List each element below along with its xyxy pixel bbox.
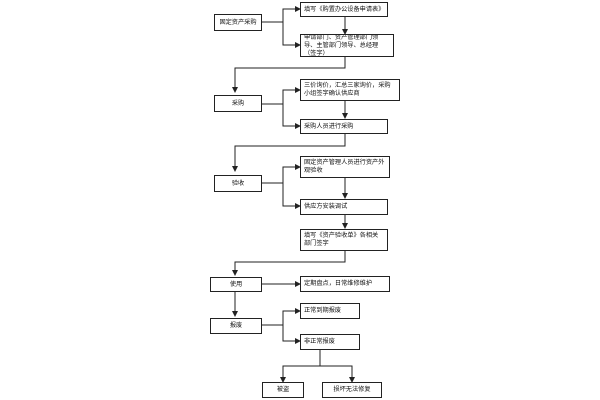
stage-acceptance: 验收 (214, 175, 262, 192)
step-approvals: 申请部门、资产管理部门领导、主管部门领导、总经理（签字） (300, 34, 394, 57)
step-stolen: 被盗 (262, 382, 304, 398)
connector-procurement-to-purchaser (282, 104, 301, 129)
stage-purchase-fixed-assets: 固定资产采购 (214, 14, 262, 31)
connector-procurement-to-inquiry (262, 87, 301, 105)
stage-use: 使用 (210, 277, 262, 292)
connector-scrap-to-normal (262, 308, 301, 326)
connector-purchase-to-fill (262, 6, 301, 23)
step-fill-acceptance: 填写《资产验收单》各相关部门签字 (300, 229, 388, 251)
connector-approvals-to-procurement (232, 57, 346, 93)
stage-procurement: 采购 (214, 95, 262, 112)
connector-fill-acceptance-to-use (232, 251, 346, 276)
connector-abnormal-to-damaged (320, 365, 355, 383)
step-fill-application: 填写《购置办公设备申请表》 (300, 2, 388, 17)
connector-abnormal-split (280, 350, 321, 383)
step-price-inquiry: 三价询价，汇总三家询价，采购小组签字确认供应商 (300, 79, 400, 101)
connector-acceptance-to-appearance (262, 164, 301, 184)
stage-scrap: 报废 (210, 318, 262, 334)
connector-purchase-to-approvals (282, 22, 301, 48)
connector-purchaser-to-acceptance (232, 134, 346, 172)
step-normal-scrap: 正常到期报废 (300, 303, 360, 319)
step-abnormal-scrap: 非正常报废 (300, 334, 360, 350)
step-purchaser-buys: 采购人员进行采购 (300, 119, 388, 134)
step-supplier-install: 供应方安装调试 (300, 199, 388, 215)
connector-acceptance-to-install (282, 183, 301, 209)
step-inventory-maintenance: 定期盘点，日常维修维护 (300, 276, 390, 292)
step-appearance-check: 固定资产管理人员进行资产外观验收 (300, 156, 390, 178)
connector-scrap-to-abnormal (282, 325, 301, 344)
step-damaged: 损坏无法修复 (322, 382, 382, 398)
